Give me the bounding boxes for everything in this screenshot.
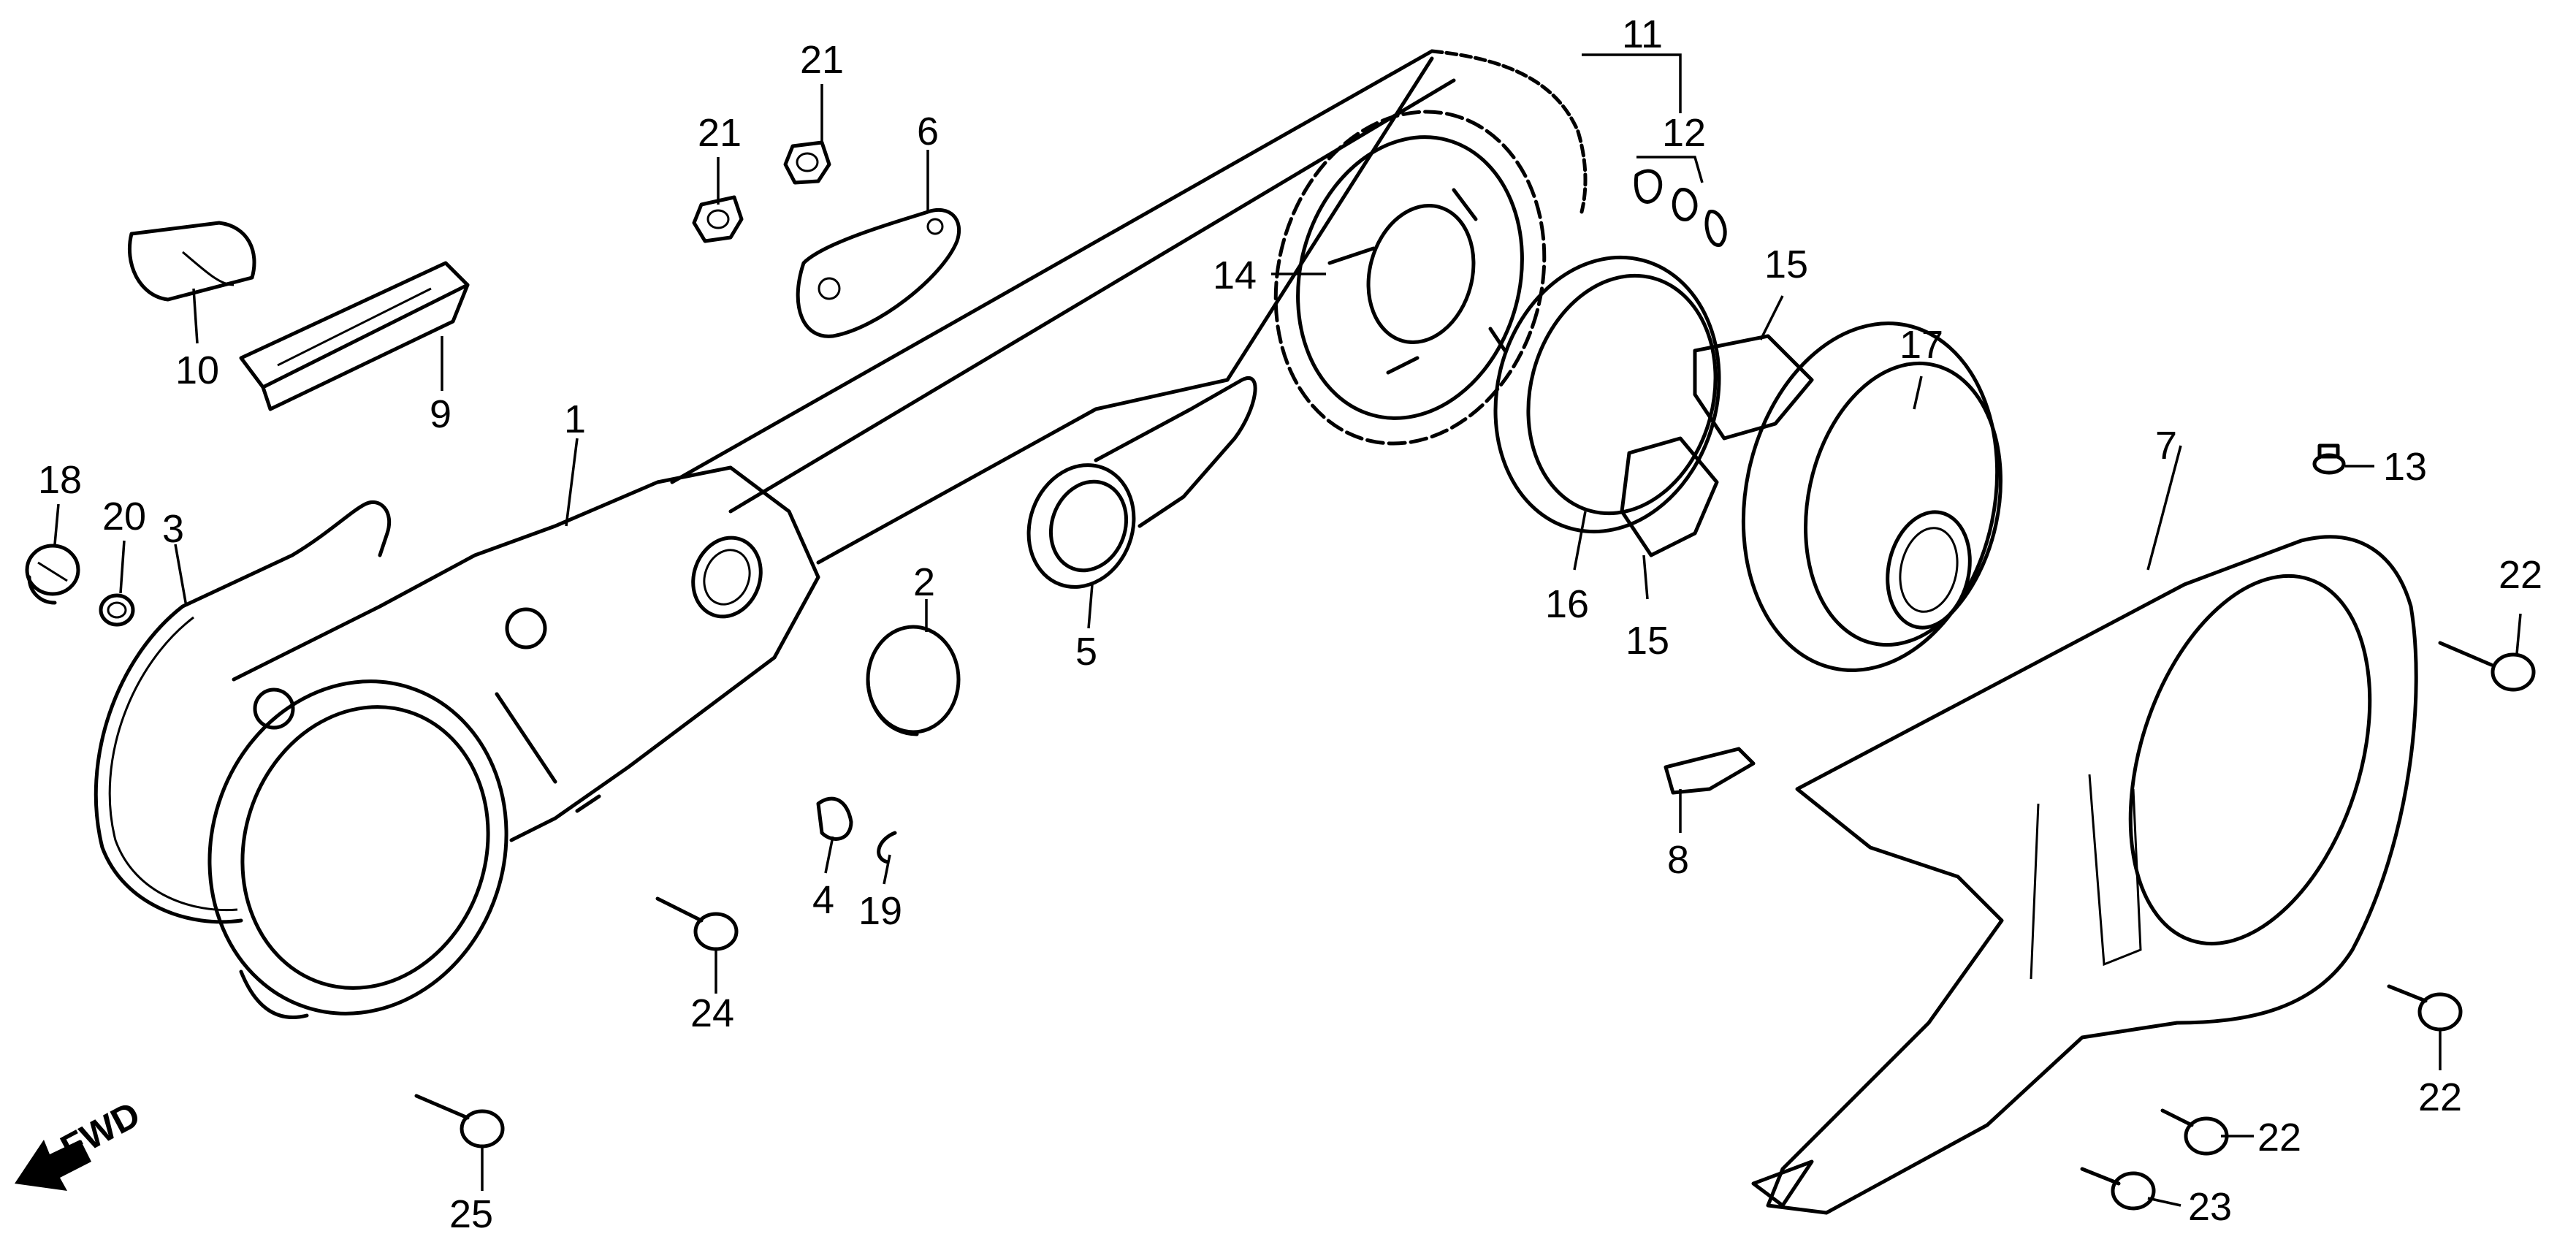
bolt-22-a bbox=[2438, 641, 2536, 692]
callout-24: 24 bbox=[690, 991, 734, 1035]
part-12-master-link bbox=[1634, 169, 1727, 247]
callout-10: 10 bbox=[175, 348, 219, 392]
arrow-left-down-icon bbox=[15, 1140, 91, 1191]
callout-3: 3 bbox=[162, 507, 184, 551]
part-21-nut-a bbox=[692, 195, 744, 243]
callout-12: 12 bbox=[1662, 111, 1706, 155]
callout-4: 4 bbox=[812, 878, 834, 922]
callout-22b: 22 bbox=[2418, 1075, 2462, 1119]
bolt-22-c bbox=[2160, 1108, 2229, 1156]
part-17-hub bbox=[1741, 321, 2003, 672]
callout-13: 13 bbox=[2383, 445, 2427, 489]
callout-15a: 15 bbox=[1764, 243, 1808, 286]
part-2-cap bbox=[866, 625, 961, 736]
bolt-22-b bbox=[2387, 984, 2463, 1032]
part-7-chain-guard bbox=[1751, 535, 2418, 1215]
callout-labels: 1 2 3 4 5 6 7 8 9 10 11 12 13 14 15 15 1… bbox=[38, 12, 2542, 1236]
callout-23: 23 bbox=[2188, 1185, 2232, 1229]
part-1-chain-case bbox=[207, 49, 1456, 1019]
part-3-case-gasket bbox=[94, 500, 392, 924]
callout-21a: 21 bbox=[698, 111, 742, 155]
bolt-23 bbox=[2080, 1167, 2156, 1211]
part-11-drive-chain bbox=[1430, 49, 1588, 214]
part-6-plate bbox=[796, 207, 961, 338]
callout-15b: 15 bbox=[1626, 619, 1669, 663]
callout-21b: 21 bbox=[800, 38, 844, 82]
leader-lines bbox=[53, 53, 2522, 1207]
fwd-label: FWD bbox=[54, 1094, 147, 1169]
part-14-driven-sprocket bbox=[1273, 110, 1547, 446]
part-21-nut-b bbox=[783, 140, 831, 185]
callout-17: 17 bbox=[1899, 323, 1943, 367]
part-10-slider-cover bbox=[127, 221, 256, 302]
callout-20: 20 bbox=[102, 495, 146, 538]
callout-14: 14 bbox=[1213, 254, 1257, 297]
part-19-clip bbox=[877, 831, 897, 864]
callout-25: 25 bbox=[449, 1192, 493, 1236]
bolt-24 bbox=[655, 896, 739, 951]
part-5-seal bbox=[1026, 376, 1257, 589]
callout-6: 6 bbox=[917, 110, 939, 153]
callout-5: 5 bbox=[1075, 630, 1097, 674]
callout-9: 9 bbox=[430, 392, 451, 436]
callout-16: 16 bbox=[1545, 582, 1589, 626]
callout-18: 18 bbox=[38, 458, 82, 502]
bolt-25 bbox=[414, 1094, 505, 1148]
callout-22c: 22 bbox=[2257, 1116, 2301, 1159]
part-8-clamp bbox=[1664, 747, 1756, 795]
part-13-nipple bbox=[2312, 443, 2346, 475]
callout-7: 7 bbox=[2155, 424, 2177, 468]
callout-22a: 22 bbox=[2499, 553, 2542, 597]
part-15-damper-rubber-a bbox=[1693, 334, 1814, 441]
callout-1: 1 bbox=[564, 397, 586, 441]
fwd-indicator: FWD bbox=[15, 1094, 147, 1191]
part-20-o-ring bbox=[99, 593, 135, 627]
callout-11: 11 bbox=[1622, 12, 1663, 56]
callout-8: 8 bbox=[1667, 838, 1689, 882]
callout-19: 19 bbox=[858, 889, 902, 933]
callout-2: 2 bbox=[913, 560, 935, 604]
part-18-plug bbox=[25, 544, 80, 605]
part-15-damper-rubber-b bbox=[1620, 436, 1719, 557]
part-4-collar bbox=[816, 796, 853, 841]
part-9-chain-slider bbox=[239, 261, 470, 411]
